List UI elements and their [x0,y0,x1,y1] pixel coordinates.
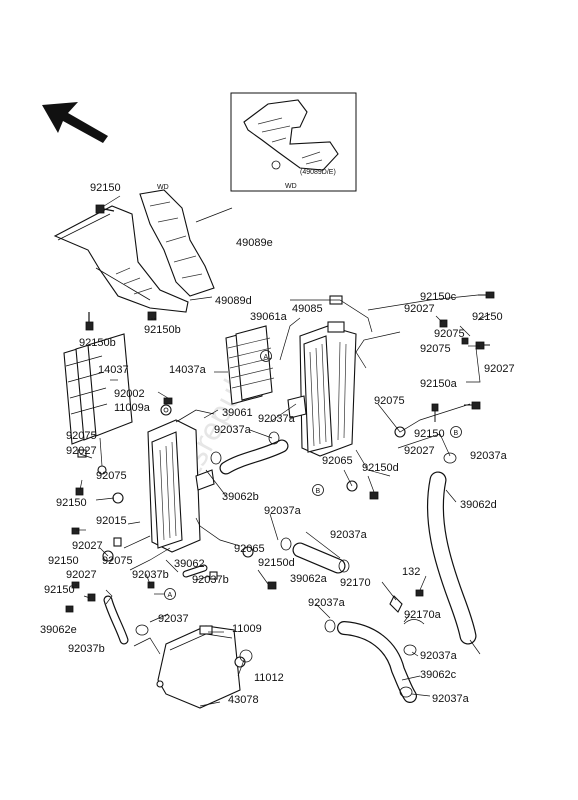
label-49085: 49085 [292,303,323,315]
hose-39062b [219,439,289,475]
label-92150d: 92150d [258,557,295,569]
part-labels: 92150 49089e 49089d 92150b 92150b 14037 … [40,182,515,706]
inset-box: (49089D/E) WD [230,92,357,192]
label-92150b: 92150b [79,337,116,349]
marker-b-2: B [312,484,324,496]
label-92037a: 92037a [264,505,302,517]
label-92170: 92170 [340,577,371,589]
label-92075: 92075 [66,430,97,442]
leader-lines [75,195,491,707]
label-92075: 92075 [96,470,127,482]
label-92037a: 92037a [308,597,346,609]
bolt-92150-top [95,204,115,214]
label-132: 132 [402,566,420,578]
label-92037a: 92037a [214,424,252,436]
radiator-guard-center [225,325,275,405]
label-92037a: 92037a [330,529,368,541]
hose-39062c [337,621,417,703]
direction-arrow-icon [42,102,108,143]
label-92037a: 92037a [470,450,508,462]
coolant-reservoir [156,625,246,709]
label-92037a: 92037a [258,413,296,425]
label-92075: 92075 [434,328,465,340]
label-39062b: 39062b [222,491,259,503]
hose-clamps [135,431,457,698]
label-92075: 92075 [420,343,451,355]
svg-text:B: B [454,430,459,437]
label-92027: 92027 [404,303,435,315]
hose-39062a [292,542,346,574]
label-92027: 92027 [72,540,103,552]
label-39061: 39061 [222,407,253,419]
label-11009: 11009 [232,623,262,635]
label-39061a: 39061a [250,311,288,323]
label-92027: 92027 [484,363,515,375]
label-92075: 92075 [374,395,405,407]
label-92037b: 92037b [192,574,229,586]
label-92037: 92037 [158,613,189,625]
label-14037: 14037 [98,364,129,376]
label-92150a: 92150a [420,378,458,390]
radiator-shroud [53,189,215,313]
radiator-left [147,404,215,553]
svg-text:A: A [264,354,269,361]
label-92075: 92075 [102,555,133,567]
svg-text:A: A [168,592,173,599]
marker-b-1: B [450,426,462,438]
label-92150: 92150 [44,584,75,596]
fasteners [65,291,495,625]
label-92015: 92015 [96,515,127,527]
marker-a-2: A [164,588,176,600]
label-92150b: 92150b [144,324,181,336]
label-92027: 92027 [404,445,435,457]
label-92150: 92150 [90,182,121,194]
label-92065: 92065 [322,455,353,467]
label-92037b: 92037b [132,569,169,581]
svg-text:B: B [316,488,321,495]
label-92150c: 92150c [420,291,457,303]
label-92150: 92150 [414,428,445,440]
label-92065: 92065 [234,543,265,555]
label-11012: 11012 [254,672,284,684]
label-92027: 92027 [66,569,97,581]
label-39062e: 39062e [40,624,77,636]
radiator-right [287,321,357,457]
hose-39062 [182,564,208,578]
inset-part-code: (49089D/E) [300,169,336,176]
label-92150d: 92150d [362,462,399,474]
label-49089e: 49089e [236,237,273,249]
bolt-92150b-right [147,311,157,321]
hose-39062d [426,471,477,645]
label-92150: 92150 [48,555,79,567]
label-43078: 43078 [228,694,259,706]
label-14037a: 14037a [169,364,207,376]
inset-wd-mark: WD [285,183,297,190]
label-49089d: 49089d [215,295,252,307]
label-92037a: 92037a [420,650,458,662]
marker-a-1: A [260,350,272,362]
label-92037b: 92037b [68,643,105,655]
label-92037a: 92037a [432,693,470,705]
wd-mark: WD [157,184,169,191]
label-39062: 39062 [174,558,205,570]
label-39062c: 39062c [420,669,457,681]
label-39062d: 39062d [460,499,497,511]
label-11009a: 11009a [114,402,151,414]
bolt-92150b-left [85,312,94,331]
hose-39062e [103,595,129,645]
label-92170a: 92170a [404,609,442,621]
label-92150: 92150 [56,497,87,509]
label-92027: 92027 [66,445,97,457]
label-92150: 92150 [472,311,503,323]
label-92002: 92002 [114,388,145,400]
label-39062a: 39062a [290,573,328,585]
radiator-guard-left [63,333,133,445]
